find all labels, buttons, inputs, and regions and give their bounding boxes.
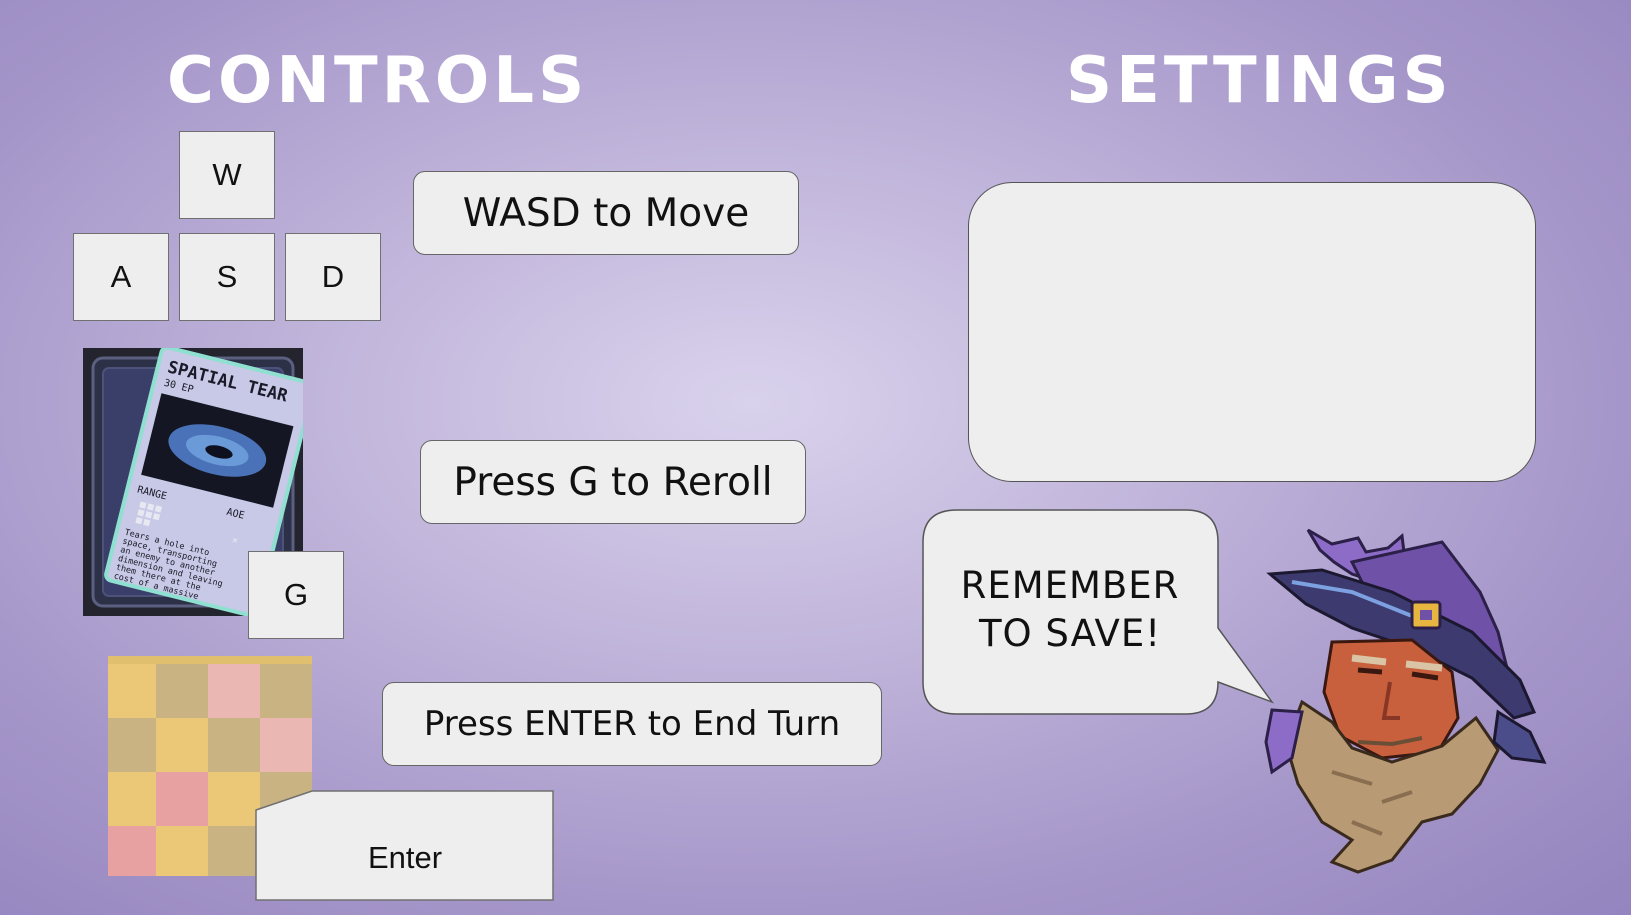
key-enter: Enter: [255, 790, 554, 901]
key-enter-label: Enter: [368, 840, 442, 875]
card-aoe-label: AOE: [225, 507, 245, 522]
key-g: G: [248, 551, 344, 639]
settings-panel[interactable]: [968, 182, 1536, 482]
key-w: W: [179, 131, 275, 219]
end-turn-instruction: Press ENTER to End Turn: [382, 682, 882, 766]
move-instruction: WASD to Move: [413, 171, 799, 255]
controls-heading: CONTROLS: [167, 44, 589, 118]
key-d: D: [285, 233, 381, 321]
key-a: A: [73, 233, 169, 321]
wizard-character-image: [1264, 528, 1547, 874]
checkerboard-tiles-image: [108, 656, 312, 876]
settings-heading: SETTINGS: [1066, 44, 1453, 118]
reroll-instruction: Press G to Reroll: [420, 440, 806, 524]
save-reminder-text: REMEMBER TO SAVE!: [924, 562, 1216, 658]
save-reminder-line-2: TO SAVE!: [978, 612, 1162, 655]
save-reminder-line-1: REMEMBER: [960, 564, 1180, 607]
key-s: S: [179, 233, 275, 321]
svg-text:×: ×: [231, 535, 240, 547]
spell-card-image: SPATIAL TEAR 30 EP RANGE AOE × Tears a h…: [83, 348, 303, 616]
